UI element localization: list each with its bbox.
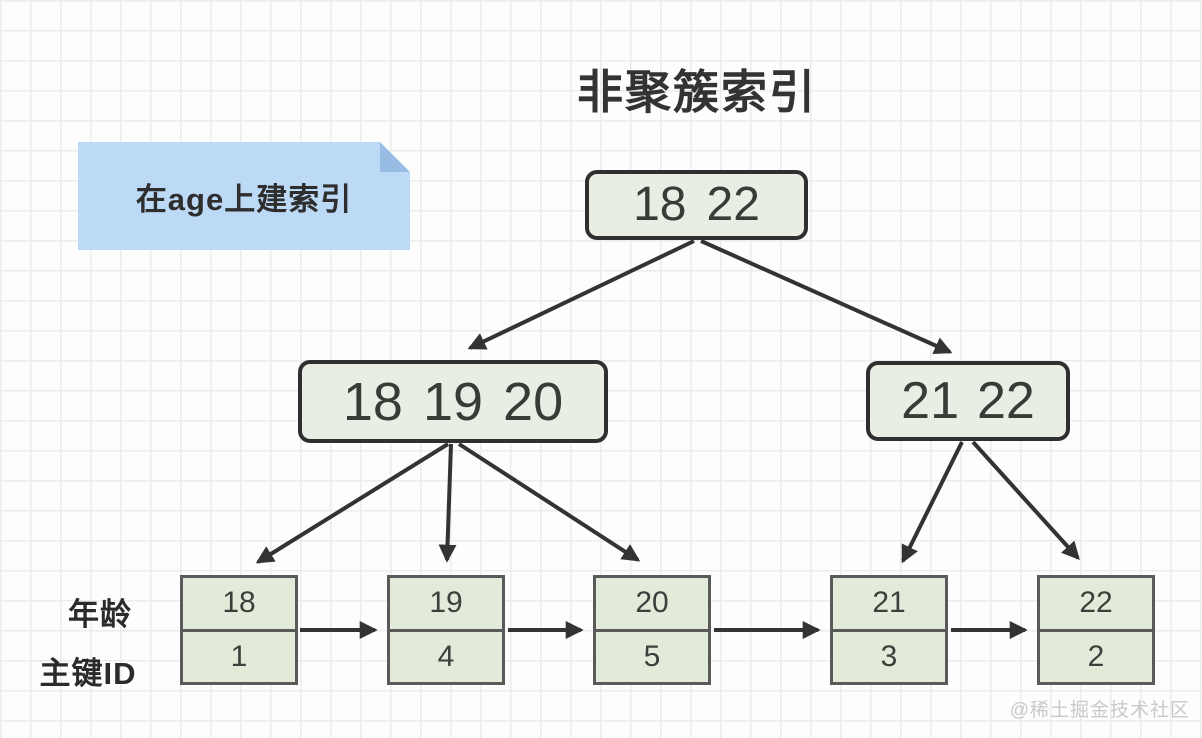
leaf-id-cell: 3 <box>880 639 898 673</box>
leaf-node: 21 3 <box>830 575 948 685</box>
internal-key: 22 <box>977 372 1035 430</box>
root-key: 22 <box>706 178 760 231</box>
root-key: 18 <box>633 178 687 231</box>
btree-internal-node-left: 18 19 20 <box>298 360 608 443</box>
leaf-node: 19 4 <box>387 575 505 685</box>
btree-root-node: 18 22 <box>585 170 808 240</box>
leaf-id-cell: 4 <box>437 639 455 673</box>
internal-key: 18 <box>342 371 403 432</box>
leaf-id-cell: 5 <box>643 639 661 673</box>
sticky-note: 在age上建索引 <box>78 142 410 250</box>
leaf-node: 18 1 <box>180 575 298 685</box>
leaf-id-cell: 2 <box>1087 639 1105 673</box>
arrow-right-node-to-leaf-21 <box>901 441 964 564</box>
leaf-node: 20 5 <box>593 575 711 685</box>
diagram-title: 非聚簇索引 <box>577 66 817 118</box>
note-folded-corner <box>380 142 410 172</box>
arrow-right-node-to-leaf-22 <box>971 440 1080 561</box>
leaf-age-cell: 20 <box>596 578 708 632</box>
watermark: @稀土掘金技术社区 <box>1009 700 1190 721</box>
leaf-age-cell: 22 <box>1040 578 1152 632</box>
arrow-root-to-left-node <box>467 239 695 350</box>
row-label-age: 年龄 <box>68 597 132 632</box>
leaf-node: 22 2 <box>1037 575 1155 685</box>
arrow-left-node-to-leaf-20 <box>457 442 641 562</box>
btree-internal-node-right: 21 22 <box>866 361 1070 441</box>
leaf-age-cell: 21 <box>833 578 945 632</box>
leaf-age-cell: 18 <box>183 578 295 632</box>
leaf-id-cell: 1 <box>230 639 248 673</box>
arrow-left-node-to-leaf-18 <box>255 442 450 564</box>
arrow-left-node-to-leaf-19 <box>438 443 457 563</box>
row-label-primary-key-id: 主键ID <box>39 656 137 691</box>
internal-key: 19 <box>422 371 484 432</box>
leaf-age-cell: 19 <box>390 578 502 632</box>
sticky-note-text: 在age上建索引 <box>135 181 353 217</box>
internal-key: 21 <box>901 372 959 430</box>
arrow-root-to-right-node <box>700 239 953 354</box>
internal-key: 20 <box>503 371 564 432</box>
